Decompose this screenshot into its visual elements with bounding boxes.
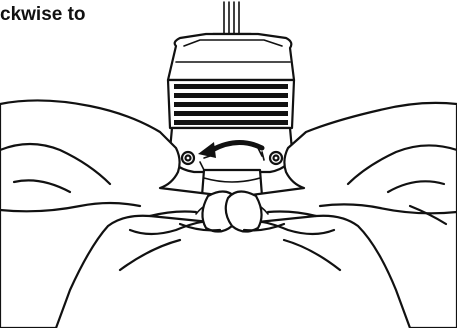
rotating-collar xyxy=(170,128,292,172)
sensor-housing xyxy=(168,34,294,80)
cable-wires xyxy=(224,2,239,34)
cooling-ribs xyxy=(168,80,294,128)
